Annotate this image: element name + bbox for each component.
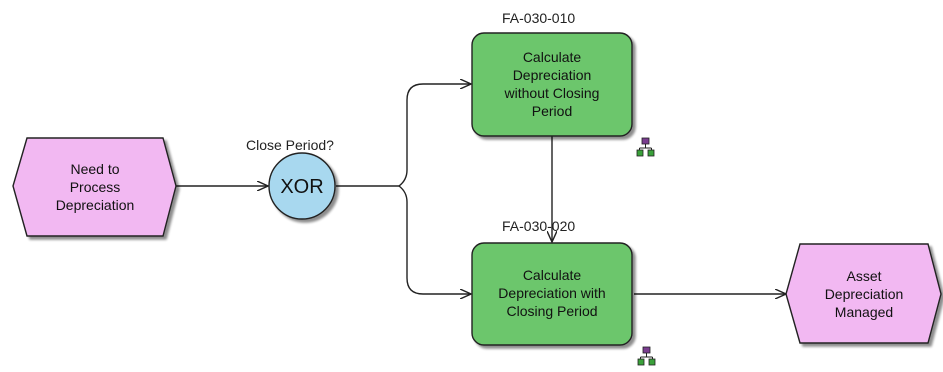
org-unit-icon <box>637 346 656 366</box>
function-2-shape <box>471 242 633 346</box>
xor-to-fn1-connector <box>398 84 471 187</box>
end-event-label: Asset Depreciation Managed <box>824 268 904 320</box>
xor-gateway-label: XOR <box>280 176 324 198</box>
function-2-id: FA-030-020 <box>502 218 576 234</box>
start-event-shape <box>12 137 177 237</box>
org-unit-icon <box>636 137 655 157</box>
function-1-id: FA-030-010 <box>502 10 576 26</box>
function-2-label: Calculate Depreciation with Closing Peri… <box>498 267 606 319</box>
start-event-label: Need to Process Depreciation <box>55 161 135 213</box>
xor-gateway-shape <box>268 152 336 220</box>
function-1-shape <box>471 32 633 137</box>
xor-to-fn2-connector <box>398 185 471 294</box>
function-1-label: Calculate Depreciation without Closing P… <box>504 49 600 119</box>
end-event-shape <box>785 243 942 344</box>
gateway-question-label: Close Period? <box>246 137 334 153</box>
connectors <box>176 84 786 294</box>
